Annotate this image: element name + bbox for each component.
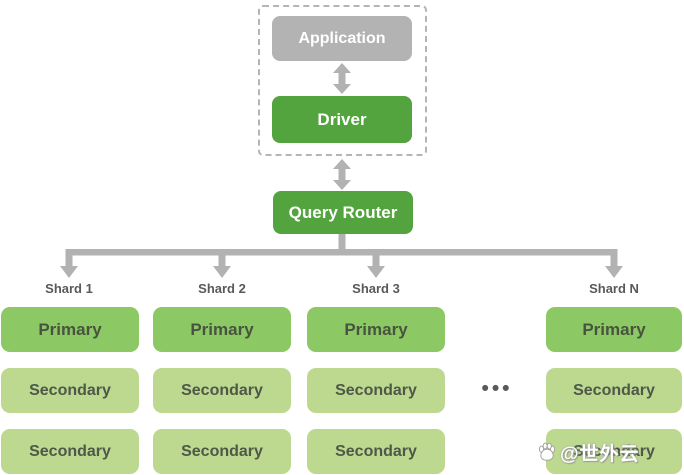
shard-n-primary-box: Primary: [546, 307, 682, 352]
more-shards-ellipsis: •••: [481, 377, 513, 400]
shard-2-secondary-box-2: Secondary: [153, 429, 291, 474]
shard-2-secondary-box-1: Secondary: [153, 368, 291, 413]
double-arrow-icon: [333, 159, 351, 190]
watermark-text: @世外云: [560, 443, 640, 465]
shard-n-label: Shard N: [589, 281, 639, 296]
shard-n-secondary-box-1: Secondary: [546, 368, 682, 413]
client-group-dashed-container: [258, 5, 427, 156]
query-router-box: Query Router: [273, 191, 413, 234]
shard-3-secondary-box-1: Secondary: [307, 368, 445, 413]
application-box: Application: [272, 16, 412, 61]
shard-2-primary-box: Primary: [153, 307, 291, 352]
shard-n-secondary-box-2: Secondary: [546, 429, 682, 474]
shard-1-secondary-box-2: Secondary: [1, 429, 139, 474]
query-router-label: Query Router: [288, 202, 398, 222]
shard-1-secondary-box-1: Secondary: [1, 368, 139, 413]
driver-label: Driver: [317, 109, 367, 129]
connector-lines: [60, 234, 623, 278]
shard-3-label: Shard 3: [352, 281, 400, 296]
double-arrow-icon: [333, 63, 351, 94]
paw-logo-icon: [538, 442, 556, 461]
watermark: @世外云: [536, 438, 640, 466]
driver-box: Driver: [272, 96, 412, 143]
shard-2-label: Shard 2: [198, 281, 246, 296]
shard-1-label: Shard 1: [45, 281, 93, 296]
shard-3-primary-box: Primary: [307, 307, 445, 352]
application-label: Application: [298, 29, 386, 47]
shard-3-secondary-box-2: Secondary: [307, 429, 445, 474]
shard-1-primary-box: Primary: [1, 307, 139, 352]
